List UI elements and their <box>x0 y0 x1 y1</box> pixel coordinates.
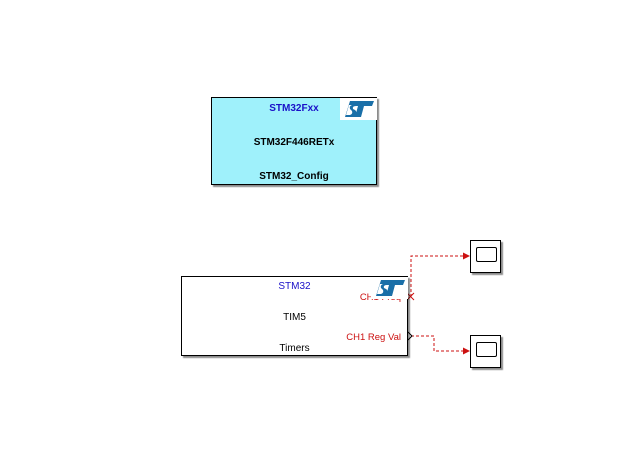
scope-block-1[interactable] <box>470 240 501 273</box>
st-logo-icon <box>371 277 408 299</box>
stm32-timers-block[interactable]: STM32 TIM5 Timers CH1 Freq CH1 Reg Val <box>181 276 408 356</box>
scope-icon <box>476 247 497 262</box>
stm32-config-block[interactable]: STM32Fxx STM32F446RETx STM32_Config <box>211 97 377 185</box>
scope-icon <box>476 342 497 357</box>
port-label-ch1-reg-val: CH1 Reg Val <box>346 332 401 343</box>
config-block-name: STM32_Config <box>259 171 329 182</box>
scope-block-2[interactable] <box>470 335 501 368</box>
signal-line-ch1-freq[interactable] <box>410 252 470 297</box>
signal-line-ch1-reg-val[interactable] <box>411 335 470 355</box>
config-block-part: STM32F446RETx <box>253 137 335 148</box>
config-block-family: STM32Fxx <box>269 103 319 114</box>
st-logo-icon <box>340 98 377 120</box>
timer-block-family: STM32 <box>278 281 311 292</box>
timer-block-name: Timers <box>279 343 310 354</box>
output-port-icon <box>407 331 413 341</box>
unconnected-marker-icon <box>406 292 415 301</box>
timer-block-instance: TIM5 <box>283 312 306 323</box>
